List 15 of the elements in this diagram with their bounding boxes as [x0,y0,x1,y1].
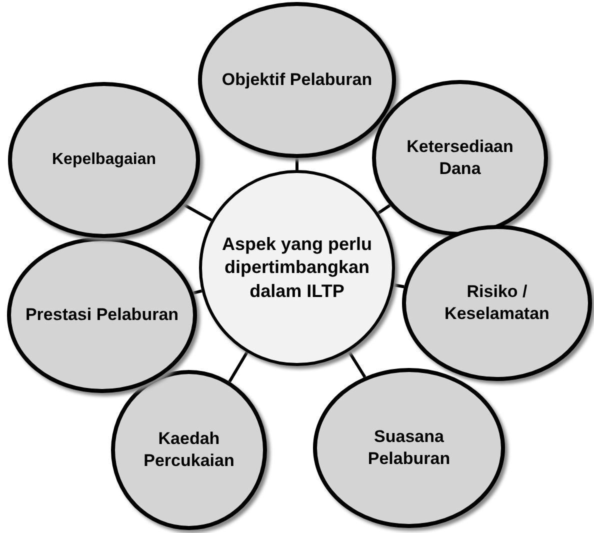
connector-line [377,204,391,214]
connector-line [182,202,212,222]
node-label: Aspek yang perlu dipertimbangkan dalam ILTP [220,232,374,303]
node-label: Kepelbagaian [50,150,158,170]
connector-line [393,283,404,288]
node-label: Kaedah Percukaian [142,428,236,472]
node-label: Ketersediaan Dana [406,136,514,180]
center-circle [199,170,395,366]
connector-line [228,352,248,382]
node-label: Objektif Pelaburan [220,68,374,91]
node-label: Risiko / Keselamatan [444,280,550,325]
node-label: Prestasi Pelaburan [24,304,180,326]
node-label: Suasana Pelaburan [366,426,452,470]
connector-line [192,290,202,294]
connector-line [296,158,298,170]
